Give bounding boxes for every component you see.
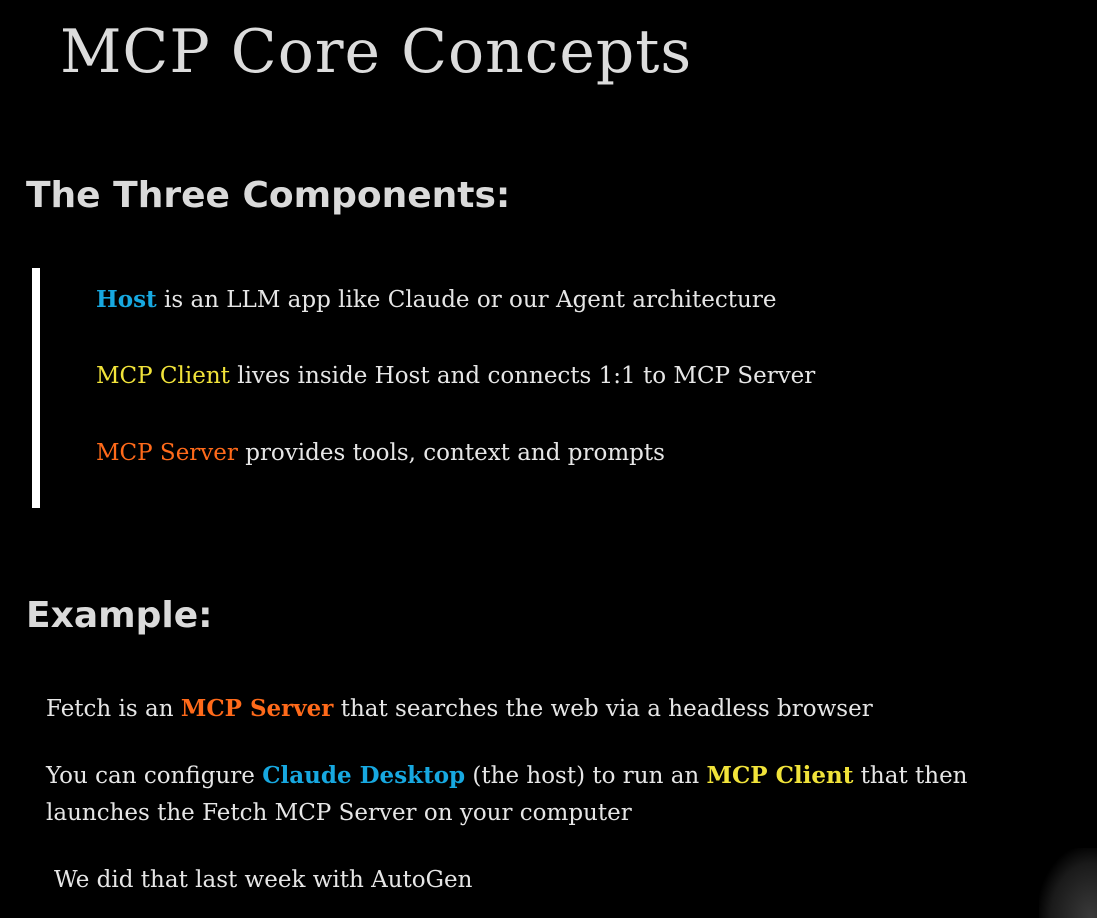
example-line-configure: You can configure Claude Desktop (the ho… [46,757,968,795]
example-line-autogen: We did that last week with AutoGen [54,867,473,893]
example-line-2-mid: (the host) to run an [465,763,707,789]
example-heading: Example: [26,595,213,636]
example-client-term: MCP Client [706,762,854,789]
components-heading: The Three Components: [26,175,511,216]
example-line-launches: launches the Fetch MCP Server on your co… [46,800,632,826]
example-line-fetch: Fetch is an MCP Server that searches the… [46,690,873,728]
client-term: MCP Client [96,363,230,389]
example-host-term: Claude Desktop [262,762,466,789]
server-description: provides tools, context and prompts [237,440,665,466]
server-term: MCP Server [96,440,238,466]
example-server-term: MCP Server [180,695,334,722]
component-host-line: Host is an LLM app like Claude or our Ag… [96,286,776,315]
slide-title: MCP Core Concepts [60,17,693,87]
component-client-line: MCP Client lives inside Host and connect… [96,363,815,391]
components-blockquote: Host is an LLM app like Claude or our Ag… [32,268,900,508]
client-description: lives inside Host and connects 1:1 to MC… [229,363,816,389]
example-line-2-pre: You can configure [46,763,263,789]
host-description: is an LLM app like Claude or our Agent a… [156,287,777,313]
example-line-2-post: that then [853,763,968,789]
example-line-1-pre: Fetch is an [46,696,181,722]
host-term: Host [96,286,157,313]
example-line-1-post: that searches the web via a headless bro… [333,696,873,722]
presenter-video-corner [1039,848,1097,918]
component-server-line: MCP Server provides tools, context and p… [96,440,665,468]
